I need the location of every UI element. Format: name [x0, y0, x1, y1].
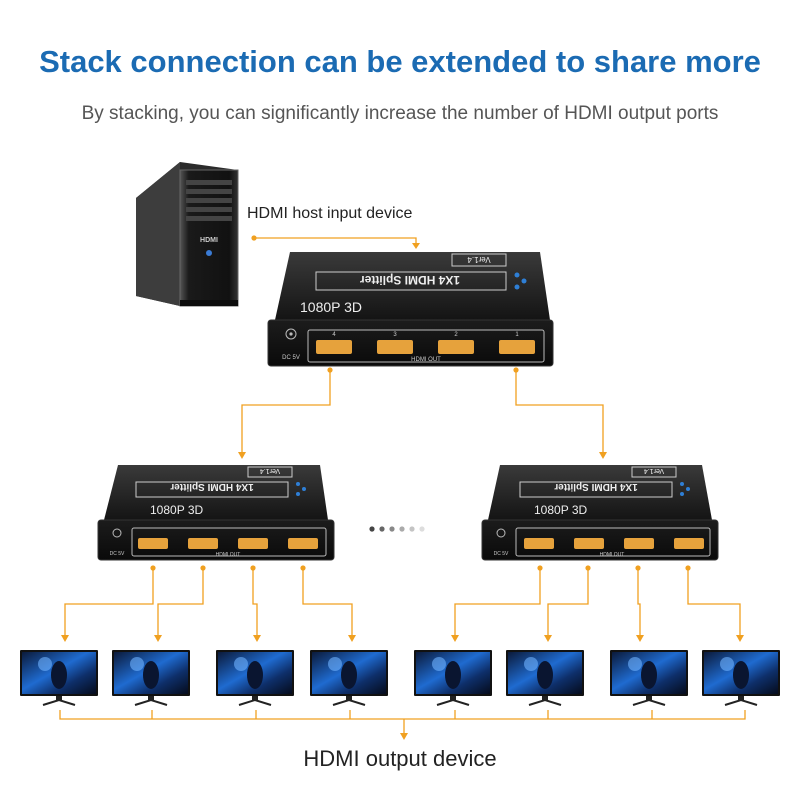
monitor	[414, 650, 492, 706]
splitter-left-name: 1X4 HDMI Splitter	[170, 481, 253, 492]
splitter-main-resolution: 1080P 3D	[300, 299, 362, 315]
monitor	[216, 650, 294, 706]
connector-arrows	[61, 235, 744, 740]
connector-lines	[59, 237, 746, 734]
pc-brand: HDMI	[200, 237, 218, 244]
splitter-right-name: 1X4 HDMI Splitter	[554, 481, 637, 492]
output-monitors	[20, 650, 780, 706]
splitter-left-version: Ver1.4	[260, 467, 280, 474]
splitter-right-ports-label: HDMI OUT	[600, 552, 625, 558]
monitor	[20, 650, 98, 706]
splitter-main: 1X4 HDMI Splitter Ver1.4 1080P 3D 4 3 2 …	[267, 252, 554, 367]
monitor	[610, 650, 688, 706]
output-device-label: HDMI output device	[303, 746, 497, 771]
splitter-right-version: Ver1.4	[644, 467, 664, 474]
splitter-right: 1X4 HDMI Splitter Ver1.4 1080P 3D HDMI O…	[481, 465, 719, 561]
port-number: 1	[515, 332, 519, 338]
splitter-main-power: DC 5V	[282, 355, 300, 361]
port-number: 3	[393, 332, 397, 338]
splitter-right-power: DC 5V	[494, 551, 509, 557]
splitter-left-power: DC 5V	[110, 551, 125, 557]
monitor	[702, 650, 780, 706]
more-splitters-dots	[369, 526, 425, 532]
splitter-main-version: Ver1.4	[467, 255, 491, 264]
splitter-right-resolution: 1080P 3D	[534, 503, 587, 517]
monitor	[310, 650, 388, 706]
port-number: 2	[454, 332, 458, 338]
monitor	[112, 650, 190, 706]
pc-tower: HDMI	[136, 162, 239, 307]
splitter-main-ports-label: HDMI OUT	[411, 357, 441, 363]
splitter-left: 1X4 HDMI Splitter Ver1.4 1080P 3D HDMI O…	[97, 465, 335, 561]
splitter-left-resolution: 1080P 3D	[150, 503, 203, 517]
splitter-main-name: 1X4 HDMI Splitter	[360, 273, 460, 287]
monitor	[506, 650, 584, 706]
page-subtitle: By stacking, you can significantly incre…	[81, 103, 719, 124]
page-title: Stack connection can be extended to shar…	[39, 44, 761, 79]
port-number: 4	[332, 332, 336, 338]
splitter-left-ports-label: HDMI OUT	[216, 552, 241, 558]
host-device-label: HDMI host input device	[247, 205, 413, 222]
